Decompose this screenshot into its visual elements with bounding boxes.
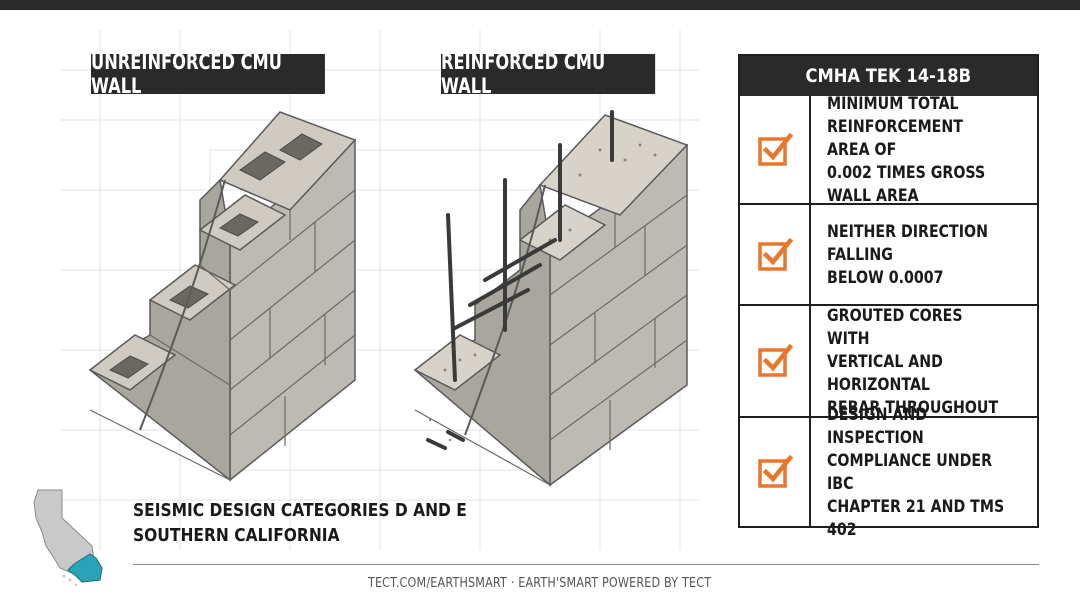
reinforced-wall-label: REINFORCED CMU WALL	[441, 50, 656, 98]
california-map-icon	[33, 489, 103, 587]
footer-divider	[133, 564, 1039, 565]
requirement-text: NEITHER DIRECTION FALLING BELOW 0.0007	[827, 222, 988, 287]
checkbox-check-icon	[740, 205, 811, 304]
table-row: MINIMUM TOTAL REINFORCEMENT AREA OF 0.00…	[740, 94, 1037, 205]
requirement-text: GROUTED CORES WITH VERTICAL AND HORIZONT…	[827, 305, 999, 417]
unreinforced-wall-label: UNREINFORCED CMU WALL	[91, 50, 325, 98]
checkbox-check-icon	[740, 418, 811, 526]
table-row: NEITHER DIRECTION FALLING BELOW 0.0007	[740, 203, 1037, 304]
seismic-line-2: SOUTHERN CALIFORNIA	[133, 525, 340, 546]
table-row: GROUTED CORES WITH VERTICAL AND HORIZONT…	[740, 304, 1037, 417]
requirement-text: DESIGN AND INSPECTION COMPLIANCE UNDER I…	[827, 405, 1005, 539]
seismic-caption: SEISMIC DESIGN CATEGORIES D AND E SOUTHE…	[133, 498, 467, 548]
reinforced-cmu-wall-illustration	[413, 110, 689, 487]
unreinforced-cmu-wall-illustration	[88, 111, 357, 482]
checkbox-check-icon	[740, 306, 811, 416]
requirement-text: MINIMUM TOTAL REINFORCEMENT AREA OF 0.00…	[827, 94, 986, 205]
top-bar	[0, 0, 1080, 10]
table-title: CMHA TEK 14-18B	[740, 56, 1037, 96]
requirements-table: CMHA TEK 14-18B MINIMUM TOTAL REINFORCEM…	[738, 54, 1039, 539]
seismic-line-1: SEISMIC DESIGN CATEGORIES D AND E	[133, 500, 467, 521]
checkbox-check-icon	[740, 96, 811, 203]
table-row: DESIGN AND INSPECTION COMPLIANCE UNDER I…	[740, 405, 1037, 539]
footer-credit: TECT.COM/EARTHSMART · EARTH'SMART POWERE…	[368, 576, 712, 591]
